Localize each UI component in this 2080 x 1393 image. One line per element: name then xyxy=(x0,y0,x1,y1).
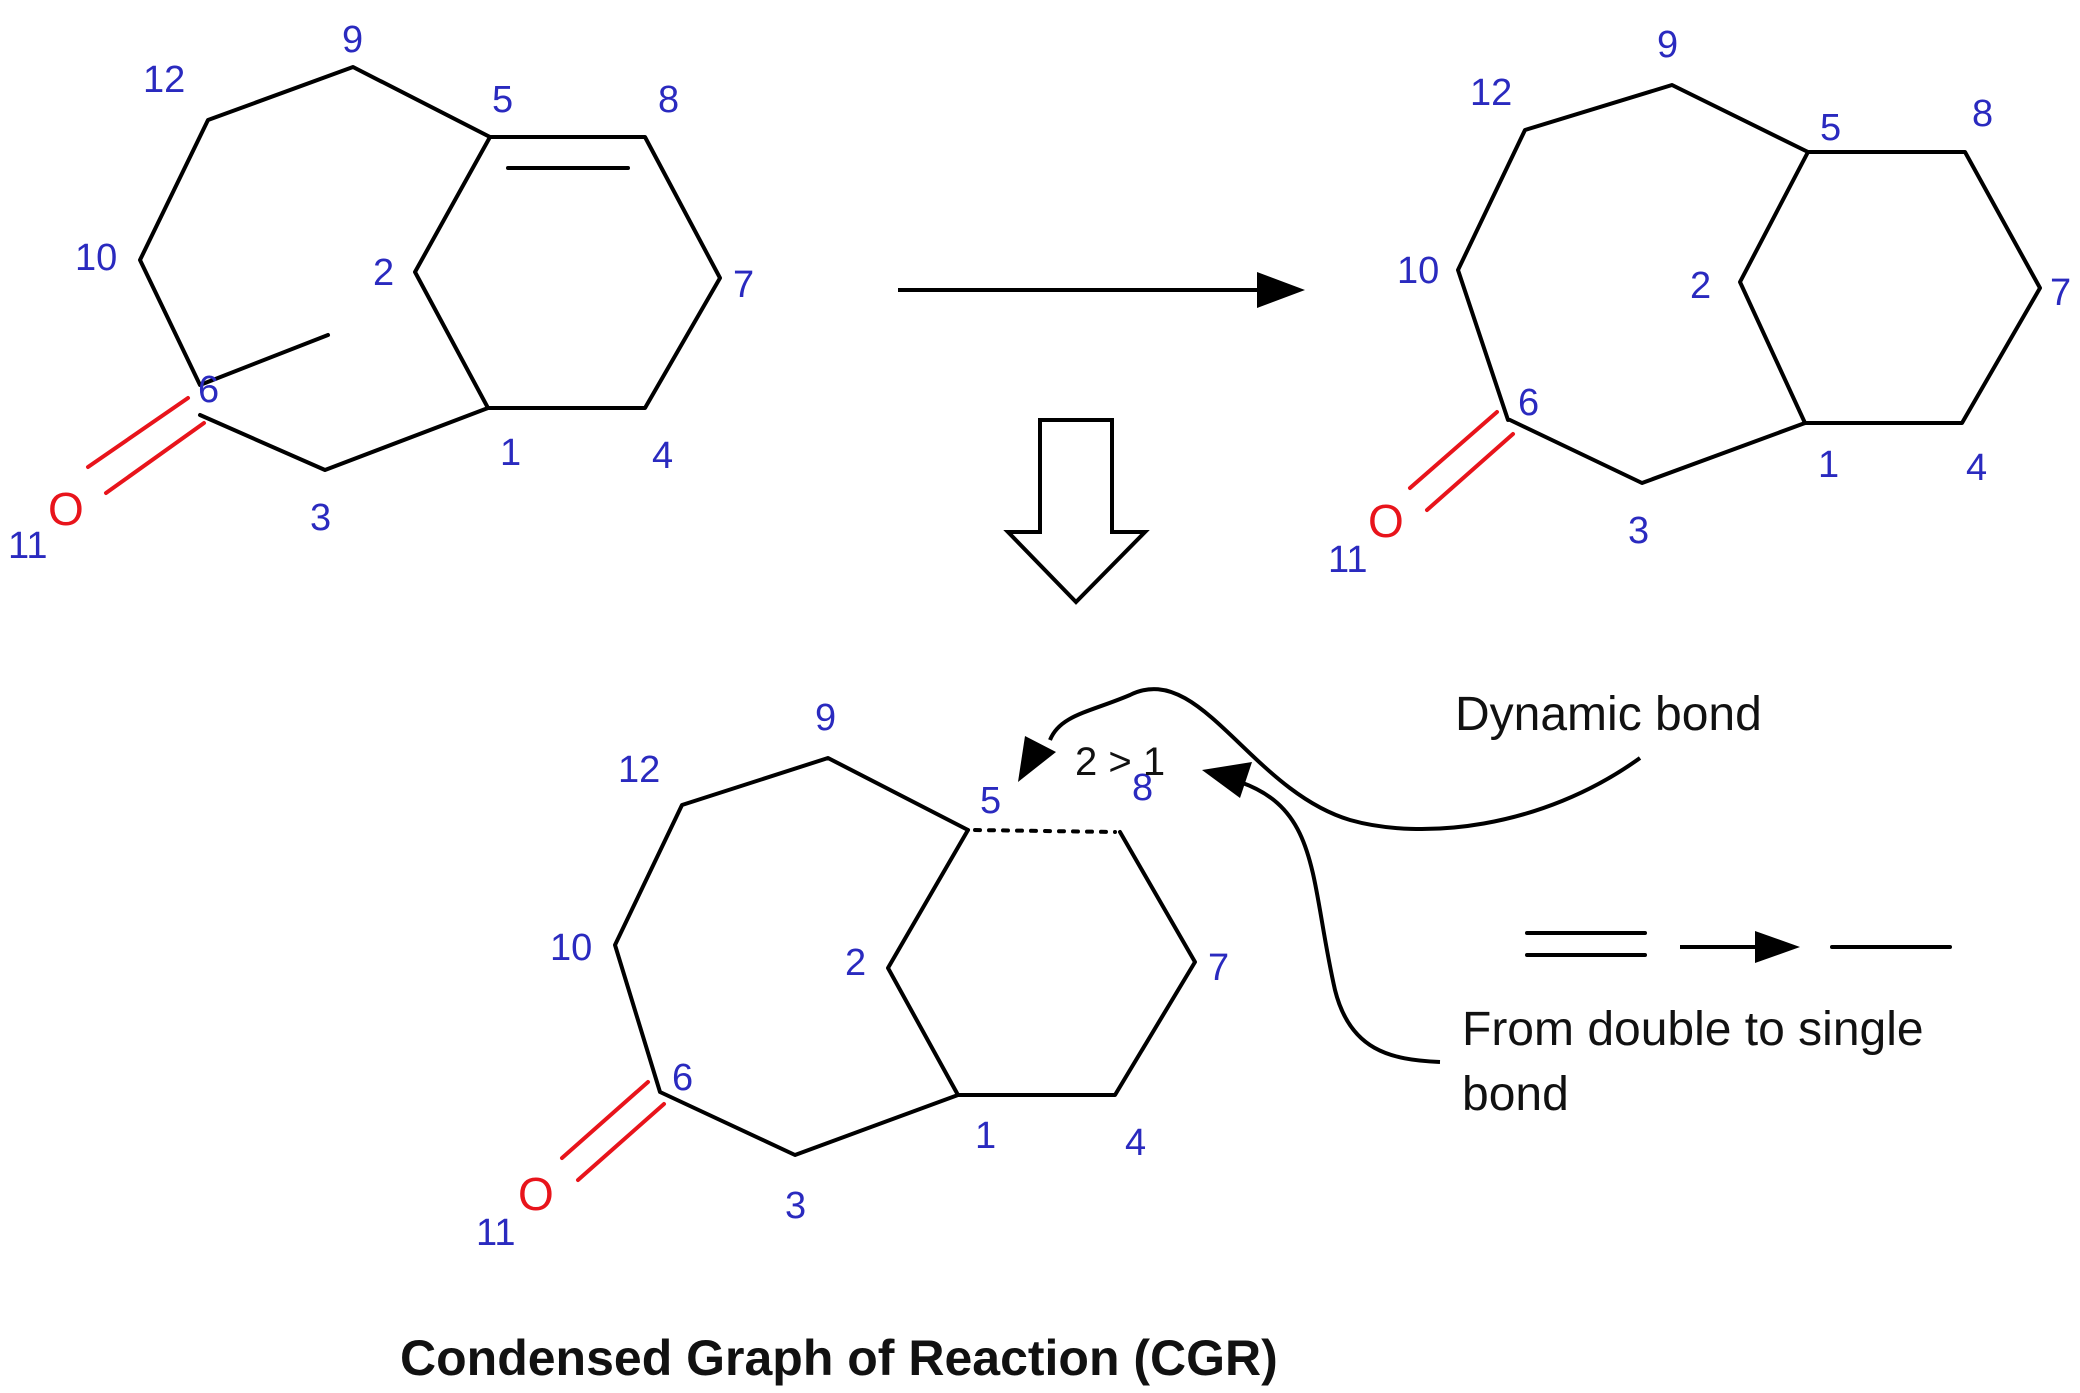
product-atom-2: 2 xyxy=(1690,265,1711,307)
cgr-atom-5: 5 xyxy=(980,780,1001,822)
cgr-atom-4: 4 xyxy=(1125,1122,1146,1164)
cgr-atom-10: 10 xyxy=(550,927,592,969)
product-oxygen: O xyxy=(1368,495,1404,547)
cgr-molecule: 9 12 5 8 10 2 7 6 1 4 3 11 O 2 > 1 xyxy=(476,697,1229,1254)
reactant-carbonyl-bond-b xyxy=(104,421,206,495)
reactant-atom-7: 7 xyxy=(733,264,754,306)
cgr-oxygen: O xyxy=(518,1168,554,1220)
double-to-single-annotation-line1: From double to single xyxy=(1462,1003,1924,1056)
reactant-atom-12: 12 xyxy=(143,59,185,101)
reactant-atom-4: 4 xyxy=(652,435,673,477)
reactant-molecule: 9 12 5 8 10 2 7 6 1 4 3 11 O xyxy=(8,19,754,567)
reactant-bonds xyxy=(86,65,722,495)
bond-change-pointer xyxy=(1239,780,1441,1064)
product-molecule: 9 12 5 8 10 2 7 6 1 4 3 11 O xyxy=(1328,24,2071,581)
cgr-atom-7: 7 xyxy=(1208,947,1229,989)
product-atom-1: 1 xyxy=(1818,444,1839,486)
reactant-atom-5: 5 xyxy=(492,79,513,121)
product-atom-5: 5 xyxy=(1820,107,1841,149)
product-atom-12: 12 xyxy=(1470,72,1512,114)
reactant-atom-6: 6 xyxy=(198,369,219,411)
annotation-arrows xyxy=(1018,687,1642,1064)
dynamic-bond-annotation: Dynamic bond xyxy=(1455,688,1762,741)
product-atom-10: 10 xyxy=(1397,250,1439,292)
product-atom-9: 9 xyxy=(1657,24,1678,66)
dynamic-bond-label: 2 > 1 xyxy=(1075,740,1165,784)
reactant-atom-8: 8 xyxy=(658,79,679,121)
product-atom-11: 11 xyxy=(1328,539,1367,581)
cgr-atom-3: 3 xyxy=(785,1185,806,1227)
product-bridge xyxy=(1738,150,1810,425)
cgr-bonds xyxy=(560,756,1197,1182)
cgr-atom-1: 1 xyxy=(975,1115,996,1157)
cgr-atom-labels: 9 12 5 8 10 2 7 6 1 4 3 11 O xyxy=(476,697,1229,1254)
reaction-arrow-head xyxy=(1257,272,1305,308)
product-carbonyl-bond-b xyxy=(1425,432,1515,512)
dynamic-bond-pointer-head xyxy=(1018,736,1056,782)
product-atom-7: 7 xyxy=(2050,272,2071,314)
legend-arrow-head xyxy=(1755,931,1800,963)
cgr-atom-8: 8 xyxy=(1132,767,1153,809)
product-atom-4: 4 xyxy=(1966,447,1987,489)
hollow-down-arrow xyxy=(1003,418,1150,605)
reactant-ring-chain xyxy=(138,65,722,472)
cgr-atom-9: 9 xyxy=(815,697,836,739)
reactant-carbonyl-bond-a xyxy=(86,396,190,469)
product-atom-6: 6 xyxy=(1518,382,1539,424)
reaction-arrow xyxy=(898,272,1305,308)
reactant-atom-3: 3 xyxy=(310,497,331,539)
dynamic-bond-pointer xyxy=(1048,687,1642,832)
cgr-caption: Condensed Graph of Reaction (CGR) xyxy=(400,1330,1278,1386)
double-to-single-annotation-line2: bond xyxy=(1462,1068,1569,1121)
product-atom-3: 3 xyxy=(1628,510,1649,552)
reactant-atom-1: 1 xyxy=(500,432,521,474)
product-bonds xyxy=(1408,83,2042,512)
reactant-atom-9: 9 xyxy=(342,19,363,61)
cgr-chain-left xyxy=(613,756,970,1157)
cgr-dynamic-bond xyxy=(973,828,1117,834)
cgr-carbonyl-bond-b xyxy=(576,1102,666,1182)
cgr-carbonyl-bond-a xyxy=(560,1080,650,1160)
bond-change-legend xyxy=(1525,931,1952,963)
cgr-atom-11: 11 xyxy=(476,1212,515,1254)
reactant-atom-11: 11 xyxy=(8,525,47,567)
reactant-oxygen: O xyxy=(48,483,84,535)
reactant-bridge xyxy=(413,135,492,410)
reactant-atom-2: 2 xyxy=(373,252,394,294)
product-main-path xyxy=(1456,83,2042,485)
cgr-atom-12: 12 xyxy=(618,749,660,791)
cgr-atom-2: 2 xyxy=(845,942,866,984)
product-carbonyl-bond-a xyxy=(1408,410,1499,490)
reactant-atom-10: 10 xyxy=(75,237,117,279)
product-atom-8: 8 xyxy=(1972,93,1993,135)
bond-change-pointer-head xyxy=(1202,762,1252,798)
reactant-atom-labels: 9 12 5 8 10 2 7 6 1 4 3 11 O xyxy=(8,19,754,567)
cgr-main-path xyxy=(886,828,1197,1097)
cgr-atom-6: 6 xyxy=(672,1057,693,1099)
product-atom-labels: 9 12 5 8 10 2 7 6 1 4 3 11 O xyxy=(1328,24,2071,581)
